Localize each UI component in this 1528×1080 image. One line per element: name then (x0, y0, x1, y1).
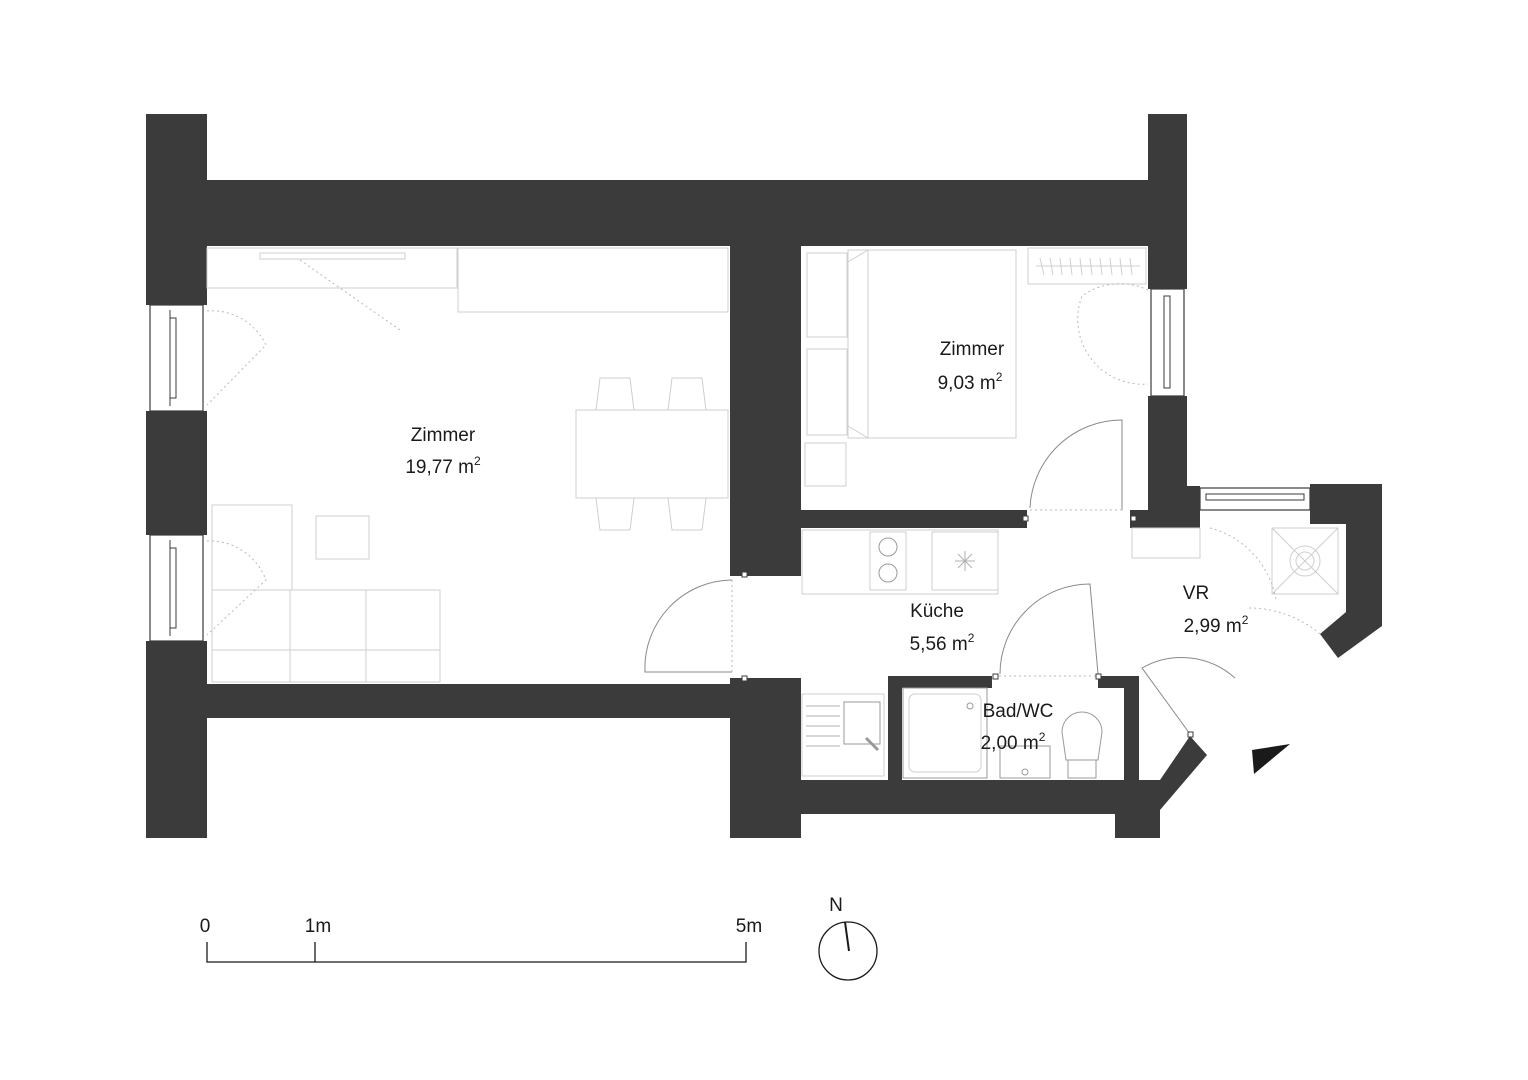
entry-area: 2,99 m2 (1184, 613, 1249, 637)
scale-label-1m: 1m (305, 916, 331, 937)
bath-furniture (902, 687, 1103, 779)
north-arrow: N (818, 895, 878, 981)
north-label: N (829, 895, 843, 916)
chair-4 (667, 497, 707, 531)
entry-shelf (1131, 527, 1201, 559)
kitchen-furniture (801, 529, 999, 777)
walls (146, 114, 1382, 838)
kitchen-area: 5,56 m2 (910, 631, 975, 655)
wardrobe-living (457, 247, 729, 313)
living-furniture (206, 247, 729, 683)
wall-east-top (1148, 114, 1187, 289)
wall-entry-south-diagonal (1115, 736, 1207, 838)
wall-west-mid (146, 411, 207, 535)
living-room-name: Zimmer (411, 425, 476, 446)
entry-name: VR (1183, 583, 1209, 604)
entry-furniture (1131, 527, 1339, 635)
shower-tray (902, 687, 988, 779)
window-west-bottom (149, 534, 204, 642)
windows (149, 288, 1311, 642)
bedroom-area: 9,03 m2 (938, 370, 1003, 394)
bath-area: 2,00 m2 (981, 730, 1046, 754)
bedroom-window-swing (1077, 283, 1149, 385)
sideboard (206, 247, 458, 289)
washbasin (999, 745, 1051, 779)
tv-screen (259, 252, 406, 260)
window-east (1150, 288, 1185, 397)
chair-2 (667, 377, 707, 411)
door-bedroom[interactable] (1029, 419, 1123, 510)
cooktop (869, 531, 907, 591)
wardrobe-bedroom (1027, 247, 1147, 285)
bath-name: Bad/WC (983, 701, 1054, 722)
coffee-table (315, 515, 370, 560)
bed (847, 249, 1017, 439)
sink-unit (931, 531, 999, 591)
wall-bath-outer (888, 676, 902, 786)
door-entrance[interactable] (1141, 657, 1236, 735)
scale-bar: 0 1m 5m (200, 916, 762, 963)
laundry-sink (801, 693, 885, 777)
window-swing-1 (206, 310, 267, 406)
scale-label-zero: 0 (200, 916, 211, 937)
room-labels: Zimmer 19,77 m2 Zimmer 9,03 m2 Küche 5,5… (405, 339, 1248, 754)
armchair (211, 504, 293, 591)
dining-table (575, 409, 729, 499)
wall-west-bottom (146, 641, 207, 838)
wall-bath-top-left (888, 676, 992, 688)
window-entry (1199, 487, 1311, 511)
bedroom-furniture (804, 247, 1149, 487)
window-swing-3 (299, 259, 401, 331)
toilet (1061, 711, 1103, 761)
wall-bath-top-right (1098, 676, 1139, 688)
wall-entry-east-diagonal (1310, 484, 1382, 658)
door-living-kitchen[interactable] (644, 579, 733, 673)
bedroom-name: Zimmer (940, 339, 1005, 360)
nightstand-lower (806, 348, 848, 436)
wall-bath-right (1124, 676, 1139, 786)
entry-door-swing (1209, 527, 1277, 601)
sofa (211, 589, 441, 683)
door-bath[interactable] (999, 583, 1099, 675)
kitchen-counter (801, 529, 999, 595)
boiler (1271, 527, 1339, 595)
nightstand-upper (806, 252, 848, 338)
entrance-arrow (1252, 744, 1290, 774)
bedside-box (804, 442, 847, 487)
chair-1 (595, 377, 635, 411)
wall-entry-north (1148, 486, 1200, 528)
chair-3 (595, 497, 635, 531)
doors (644, 419, 1236, 738)
window-swing-2 (206, 540, 267, 636)
scale-label-5m: 5m (736, 916, 762, 937)
wall-south-living (146, 684, 801, 718)
wall-bedroom-kitchen (801, 510, 1027, 528)
wall-south (801, 780, 1139, 814)
window-west-top (149, 304, 204, 412)
wall-north (146, 180, 1186, 246)
wall-center-partition (730, 246, 801, 576)
kitchen-name: Küche (910, 601, 964, 622)
living-room-area: 19,77 m2 (405, 454, 481, 478)
